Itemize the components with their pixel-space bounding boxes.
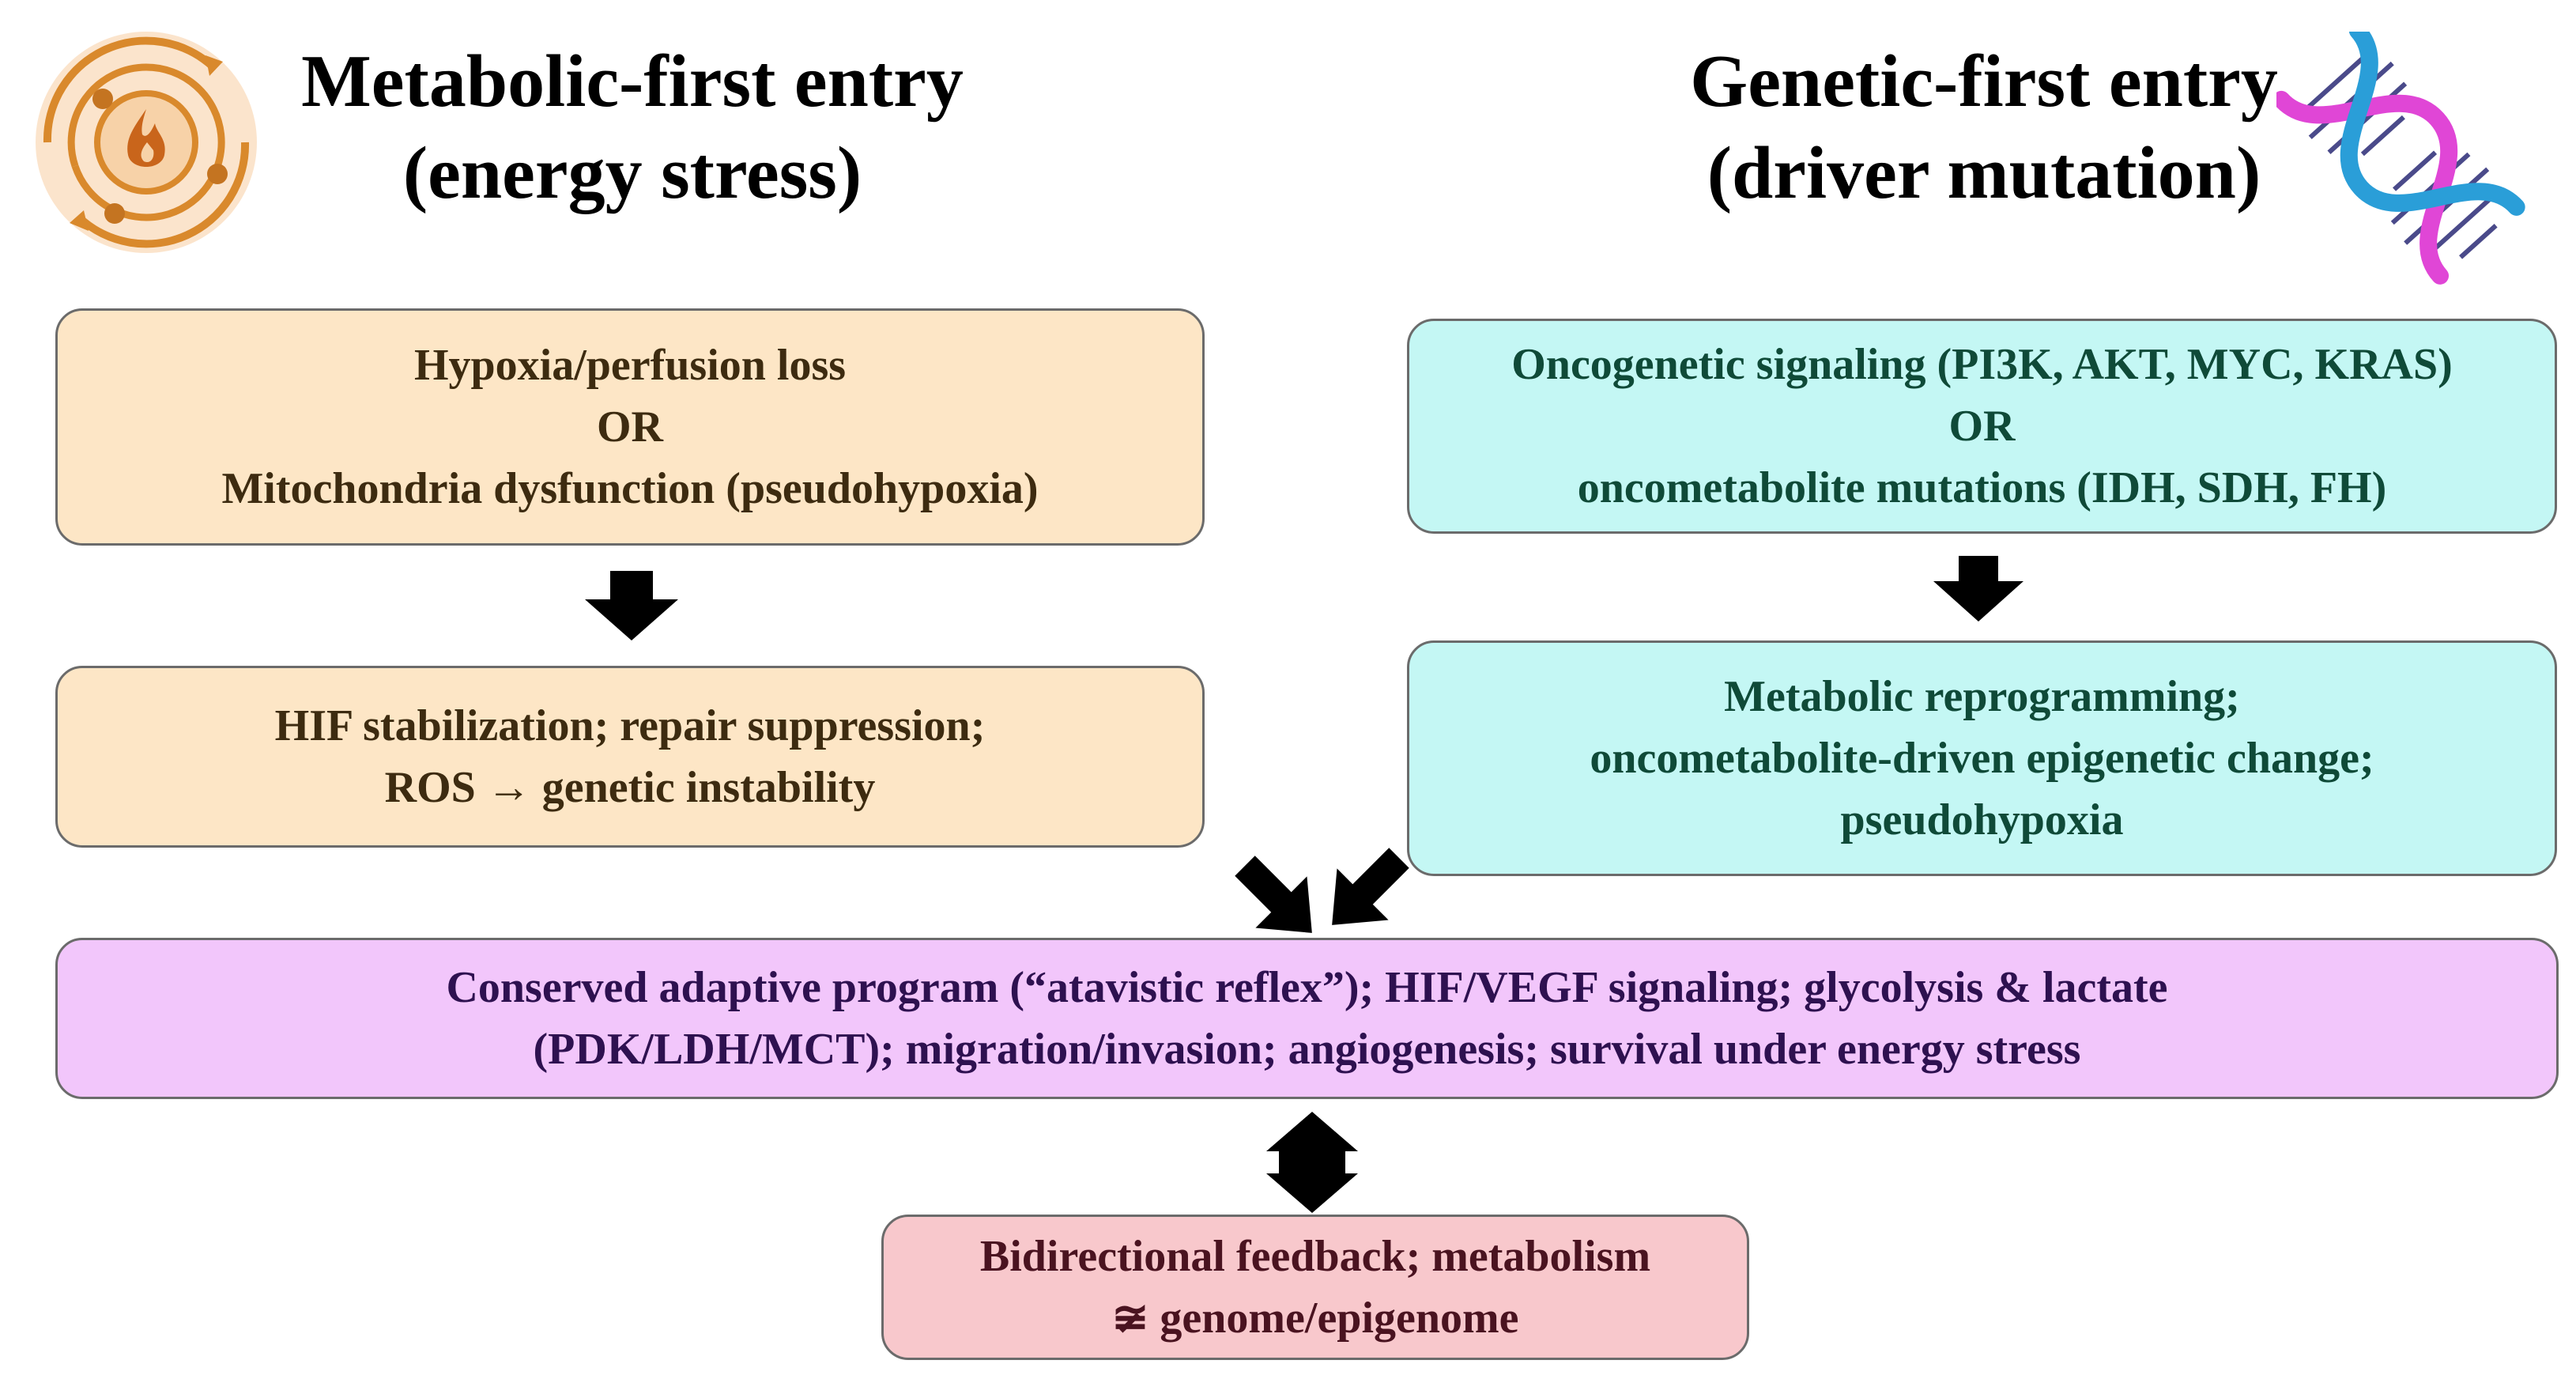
box-line: (PDK/LDH/MCT); migration/invasion; angio… <box>533 1025 2081 1074</box>
metabolism-cycle-icon <box>36 32 257 253</box>
down-arrow-left <box>585 571 678 640</box>
box-line: ≆ genome/epigenome <box>1111 1294 1519 1343</box>
box-line: oncometabolite mutations (IDH, SDH, FH) <box>1577 463 2387 512</box>
metabolic-first-heading-line1: Metabolic-first entry <box>301 40 964 123</box>
box-line: oncometabolite-driven epigenetic change; <box>1590 734 2374 783</box>
box-line: Hypoxia/perfusion loss <box>413 341 847 390</box>
oncogenetic-signaling-box: Oncogenetic signaling (PI3K, AKT, MYC, K… <box>1407 319 2557 534</box>
genetic-first-heading-line1: Genetic-first entry <box>1690 40 2278 123</box>
box-line: pseudohypoxia <box>1840 795 2124 844</box>
metabolic-first-heading-line2: (energy stress) <box>402 132 862 214</box>
diagonal-arrow-left <box>1235 856 1312 933</box>
box-line: Metabolic reprogramming; <box>1724 672 2240 721</box>
bidirectional-feedback-box: Bidirectional feedback; metabolism ≆ gen… <box>881 1215 1749 1360</box>
box-line: ROS → genetic instability <box>384 763 876 812</box>
box-line: Mitochondria dysfunction (pseudohypoxia) <box>221 464 1039 513</box>
diagonal-arrow-right <box>1332 848 1409 925</box>
genetic-first-heading: Genetic-first entry (driver mutation) <box>1628 36 2340 219</box>
double-arrow <box>1266 1112 1358 1213</box>
box-line: Conserved adaptive program (“atavistic r… <box>446 963 2168 1012</box>
hypoxia-trigger-box: Hypoxia/perfusion loss OR Mitochondria d… <box>55 308 1205 546</box>
box-line: OR <box>597 402 663 451</box>
box-line: HIF stabilization; repair suppression; <box>274 701 986 750</box>
down-arrow-right <box>1933 556 2023 621</box>
genetic-first-heading-line2: (driver mutation) <box>1707 132 2261 214</box>
metabolic-first-heading: Metabolic-first entry (energy stress) <box>237 36 1028 219</box>
box-line: OR <box>1948 402 2016 451</box>
hif-stabilization-box: HIF stabilization; repair suppression; R… <box>55 666 1205 848</box>
box-line: Oncogenetic signaling (PI3K, AKT, MYC, K… <box>1511 340 2453 389</box>
adaptive-program-box: Conserved adaptive program (“atavistic r… <box>55 938 2559 1099</box>
metabolic-reprogramming-box: Metabolic reprogramming; oncometabolite-… <box>1407 640 2557 876</box>
dna-helix-icon <box>2276 32 2525 285</box>
box-line: Bidirectional feedback; metabolism <box>979 1232 1651 1281</box>
